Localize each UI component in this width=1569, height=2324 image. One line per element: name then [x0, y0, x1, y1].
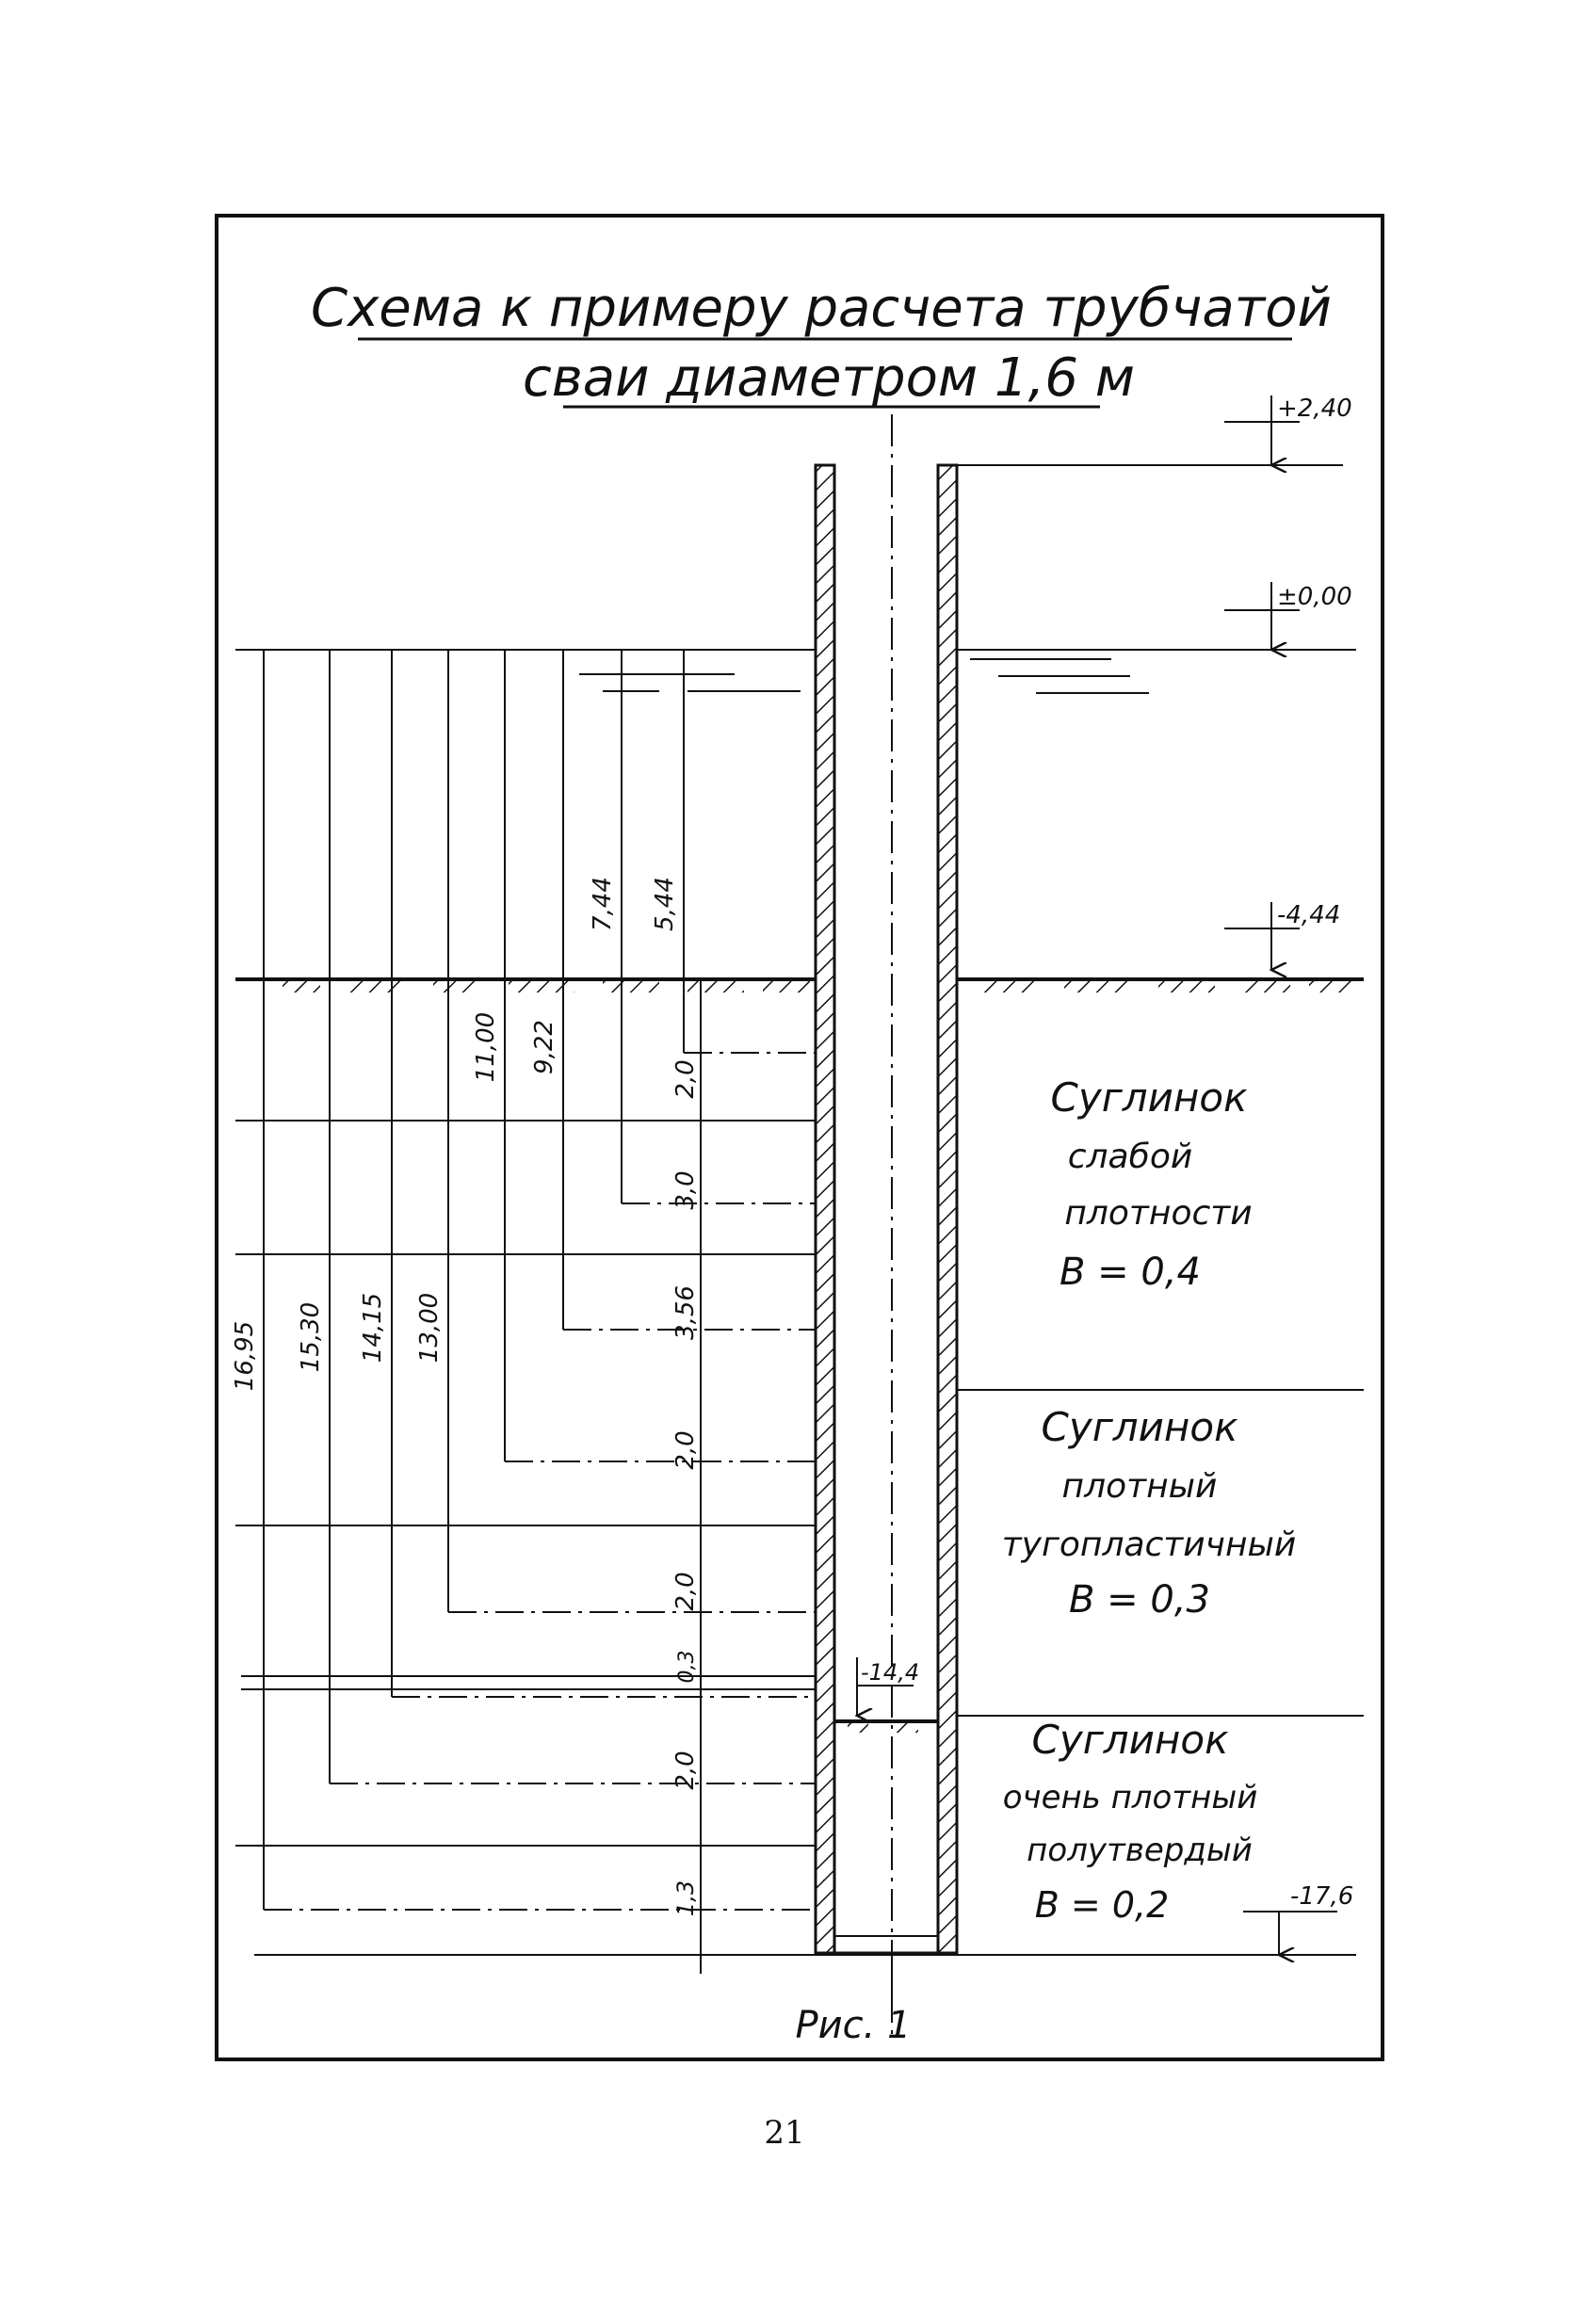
elevation-marker-ground: -4,44: [1224, 901, 1340, 970]
title-line-1: Схема к примеру расчета трубчатой: [311, 278, 1332, 339]
depth-dimension-lines: [263, 650, 702, 1974]
soil-3-desc2: полутвердый: [1027, 1832, 1253, 1869]
soil-1-desc2: плотности: [1064, 1194, 1252, 1233]
elevation-marker-water: ±0,00: [1224, 582, 1352, 650]
pile-left-wall: [814, 463, 836, 1955]
drawing-title: Схема к примеру расчета трубчатой сваи д…: [311, 278, 1332, 409]
soil-3-desc1: очень плотный: [1003, 1779, 1258, 1816]
depth-label-4: 13,00: [415, 1293, 444, 1363]
elevation-top-label: +2,40: [1277, 395, 1352, 423]
soil-layer-2: Суглинок плотный тугопластичный В = 0,3: [1002, 1404, 1297, 1622]
pile-right-wall: [936, 463, 959, 1955]
soil-3-param: В = 0,2: [1035, 1884, 1170, 1926]
layer-label-5: 2,0: [671, 1572, 700, 1610]
soil-1-param: В = 0,4: [1059, 1251, 1201, 1294]
soil-2-name: Суглинок: [1042, 1404, 1239, 1450]
layer-label-8: 1,3: [672, 1880, 699, 1916]
layer-thickness-labels: 2,0 3,0 3,56 2,0 2,0 0,3 2,0 1,3: [671, 1059, 700, 1916]
depth-label-6: 9,22: [530, 1020, 558, 1074]
elevation-tip-label: -17,6: [1290, 1882, 1353, 1911]
depth-label-8: 5,44: [651, 877, 679, 931]
layer-label-2: 3,0: [671, 1170, 700, 1209]
soil-1-name: Суглинок: [1051, 1074, 1249, 1121]
depth-label-2: 15,30: [297, 1302, 325, 1372]
soil-layer-1: Суглинок слабой плотности В = 0,4: [1051, 1074, 1253, 1294]
depth-label-1: 16,95: [231, 1321, 259, 1391]
depth-label-3: 14,15: [359, 1293, 387, 1363]
layer-label-4: 2,0: [671, 1430, 700, 1469]
layer-label-7: 2,0: [671, 1751, 700, 1789]
depth-labels: 16,95 15,30 14,15 13,00 11,00 9,22 7,44 …: [231, 877, 679, 1391]
soil-3-name: Суглинок: [1032, 1717, 1230, 1763]
soil-1-desc1: слабой: [1068, 1138, 1193, 1176]
soil-2-desc2: тугопластичный: [1002, 1525, 1297, 1564]
caption-text: Рис. 1: [796, 2004, 912, 2047]
layer-label-6: 0,3: [675, 1651, 699, 1684]
elevation-marker-plug: -14,4: [857, 1657, 919, 1716]
depth-label-7: 7,44: [589, 877, 617, 931]
ground-surface: [235, 977, 1364, 993]
drawing-frame: [215, 214, 1384, 2061]
title-line-2: сваи диаметром 1,6 м: [523, 347, 1135, 409]
layer-label-1: 2,0: [671, 1059, 700, 1098]
water-level: [235, 649, 1356, 694]
elevation-ground-label: -4,44: [1277, 901, 1340, 929]
elevation-plug-label: -14,4: [861, 1659, 919, 1686]
elevation-marker-top: +2,40: [1224, 395, 1352, 465]
tubular-pile: [814, 463, 959, 1955]
page-number: 21: [764, 2114, 805, 2152]
left-layer-lines: [235, 1120, 816, 1847]
elevation-marker-tip: -17,6: [1243, 1882, 1353, 1955]
layer-label-3: 3,56: [671, 1285, 700, 1340]
elevation-water-label: ±0,00: [1277, 583, 1352, 611]
figure-caption: Рис. 1: [796, 1968, 912, 2047]
pile-soil-plug: [834, 1719, 938, 1733]
leader-lines: [264, 1052, 816, 1911]
depth-label-5: 11,00: [472, 1012, 500, 1082]
soil-layer-3: Суглинок очень плотный полутвердый В = 0…: [1003, 1717, 1258, 1926]
soil-2-desc1: плотный: [1062, 1467, 1218, 1506]
soil-2-param: В = 0,3: [1069, 1578, 1210, 1622]
